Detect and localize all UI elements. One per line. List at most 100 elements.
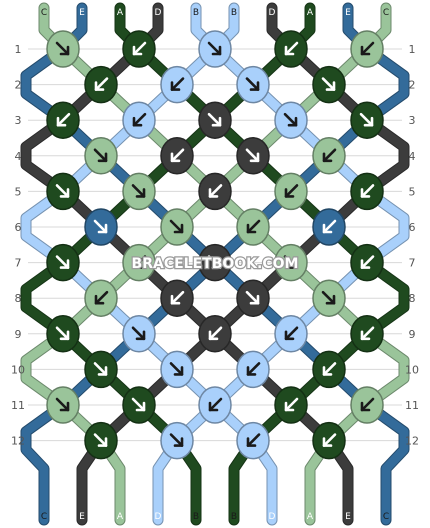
row-number-right: 11 — [405, 399, 419, 412]
knot — [312, 279, 346, 317]
arrow-icon — [360, 401, 371, 412]
watermark: BRACELETBOOK.COM — [132, 256, 299, 272]
arrow-line — [170, 148, 185, 163]
arrow-icon — [208, 188, 219, 198]
arrow-line — [283, 112, 298, 127]
arrow-icon — [56, 116, 67, 127]
arrow-line — [132, 41, 147, 56]
knot — [198, 243, 232, 282]
arrow-line — [360, 255, 375, 269]
row-number-left: 7 — [15, 257, 22, 270]
arrow-line — [208, 397, 223, 412]
arrow-icon — [170, 152, 181, 163]
arrow-icon — [287, 259, 298, 269]
knot — [84, 421, 118, 460]
arrow-line — [93, 148, 108, 163]
arrow-icon — [249, 152, 260, 163]
arrow-line — [169, 219, 184, 234]
knot — [84, 208, 118, 246]
arrow-line — [131, 326, 146, 341]
strand — [21, 3, 409, 525]
arrow-icon — [284, 401, 295, 412]
knot — [350, 101, 384, 139]
arrow-line — [246, 362, 261, 376]
arrow-line — [245, 148, 260, 163]
knot — [160, 350, 194, 389]
knot — [198, 172, 232, 211]
arrow-line — [322, 433, 337, 447]
row-number-left: 8 — [15, 292, 22, 305]
arrow-line — [322, 148, 337, 163]
arrow-line — [283, 255, 298, 269]
bottom-color-label: E — [345, 512, 351, 522]
knot — [274, 315, 308, 353]
arrow-icon — [322, 223, 333, 234]
arrow-icon — [132, 45, 143, 56]
arrow-line — [360, 41, 375, 56]
arrow-line — [322, 219, 337, 234]
knot — [46, 101, 80, 139]
knot — [312, 421, 346, 460]
top-color-label: C — [383, 8, 389, 18]
row-number-right: 5 — [409, 185, 416, 198]
arrow-icon — [173, 437, 184, 447]
arrow-icon — [97, 437, 108, 447]
arrow-line — [55, 326, 70, 341]
arrow-line — [131, 184, 146, 198]
knot — [122, 101, 156, 139]
row-number-left: 11 — [11, 399, 25, 412]
knot — [160, 65, 194, 104]
arrow-icon — [94, 294, 105, 305]
arrow-line — [321, 290, 336, 305]
row-number-right: 8 — [409, 292, 416, 305]
knot — [274, 101, 308, 139]
knot — [160, 208, 194, 246]
row-number-left: 4 — [15, 150, 22, 163]
arrow-icon — [246, 223, 257, 234]
arrow-line — [284, 326, 299, 341]
row-number-left: 6 — [15, 221, 22, 234]
arrow-icon — [360, 188, 371, 198]
arrow-line — [55, 184, 70, 198]
arrow-icon — [249, 294, 260, 305]
knot — [46, 172, 80, 211]
arrow-icon — [325, 294, 336, 305]
row-number-right: 6 — [409, 221, 416, 234]
knot — [274, 243, 308, 282]
row-number-left: 10 — [11, 363, 25, 376]
arrow-line — [284, 184, 299, 198]
knot — [160, 137, 194, 175]
knot — [350, 315, 384, 353]
row-number-left: 5 — [15, 185, 22, 198]
knot — [274, 386, 308, 424]
bottom-color-label: D — [155, 512, 162, 522]
knot — [160, 279, 194, 317]
arrow-icon — [322, 366, 333, 376]
knot — [312, 350, 346, 389]
knot — [84, 65, 118, 104]
arrow-icon — [360, 45, 371, 56]
top-color-label: D — [155, 8, 162, 18]
knot — [274, 172, 308, 211]
arrow-icon — [97, 152, 108, 163]
knot — [84, 137, 118, 175]
row-number-left: 12 — [11, 435, 25, 448]
knot — [198, 30, 232, 68]
knot — [274, 30, 308, 68]
row-number-right: 9 — [409, 328, 416, 341]
knot — [312, 137, 346, 175]
arrow-line — [284, 397, 299, 412]
arrow-icon — [94, 81, 105, 91]
knot — [236, 279, 270, 317]
knot — [122, 30, 156, 68]
knot — [236, 137, 270, 175]
top-color-label: C — [41, 8, 47, 18]
knot — [46, 315, 80, 353]
bottom-color-label: B — [231, 512, 237, 522]
strand — [21, 3, 409, 525]
arrow-icon — [363, 116, 374, 127]
knot — [236, 65, 270, 104]
knot — [312, 208, 346, 246]
arrow-line — [93, 362, 108, 376]
arrow-icon — [249, 81, 260, 91]
